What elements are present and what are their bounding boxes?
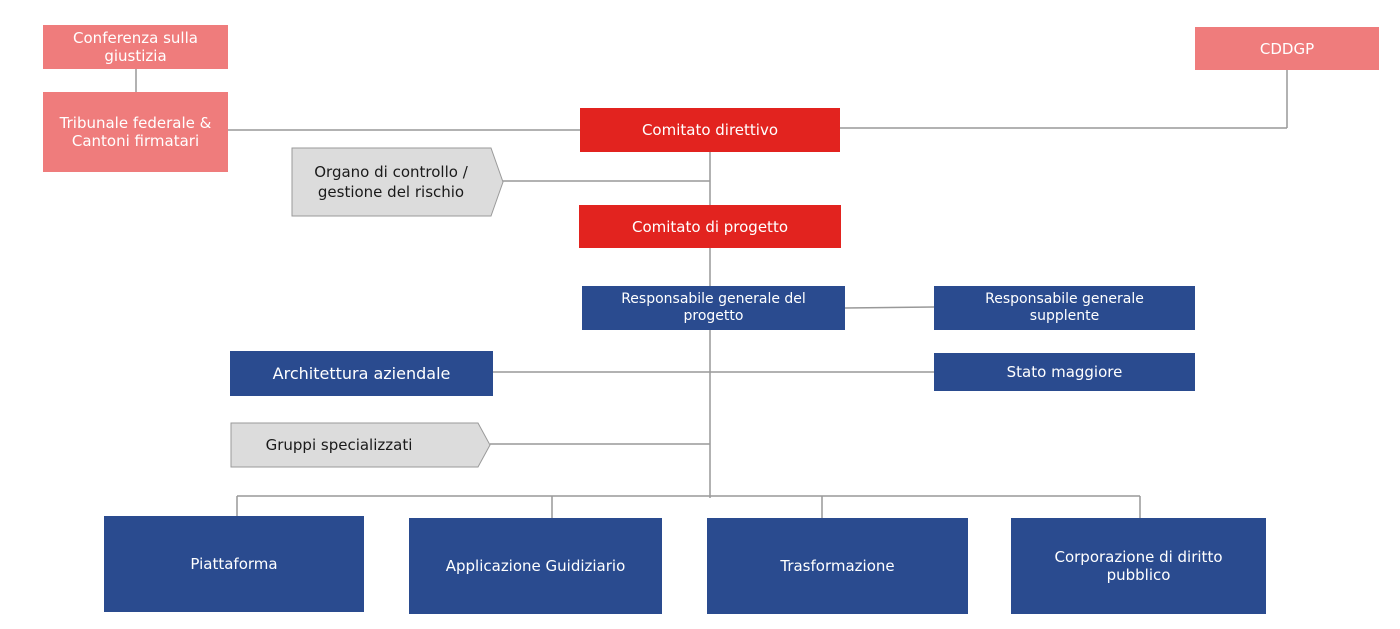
corporazione-label: Corporazione di diritto pubblico bbox=[1054, 548, 1223, 584]
applicazione-box: Applicazione Guidiziario bbox=[409, 518, 662, 614]
conferenza-box: Conferenza sulla giustizia bbox=[43, 25, 228, 69]
organo-controllo-shape bbox=[291, 147, 504, 217]
responsabile-supplente-label: Responsabile generale supplente bbox=[985, 291, 1144, 324]
piattaforma-box: Piattaforma bbox=[104, 516, 364, 612]
comitato-progetto-box: Comitato di progetto bbox=[579, 205, 841, 248]
trasformazione-label: Trasformazione bbox=[780, 557, 895, 575]
comitato-progetto-label: Comitato di progetto bbox=[631, 217, 788, 236]
comitato-direttivo-box: Comitato direttivo bbox=[580, 108, 840, 152]
stato-maggiore-box: Stato maggiore bbox=[934, 353, 1195, 391]
piattaforma-label: Piattaforma bbox=[190, 555, 278, 573]
responsabile-generale-box: Responsabile generale del progetto bbox=[582, 286, 845, 330]
gruppi-label: Gruppi specializzati bbox=[265, 435, 413, 454]
tribunale-label: Tribunale federale & Cantoni firmatari bbox=[59, 114, 212, 150]
cddgp-label: CDDGP bbox=[1259, 39, 1315, 58]
conferenza-label: Conferenza sulla giustizia bbox=[73, 29, 198, 65]
cddgp-box: CDDGP bbox=[1195, 27, 1379, 70]
architettura-box: Architettura aziendale bbox=[230, 351, 493, 396]
architettura-label: Architettura aziendale bbox=[272, 363, 451, 383]
applicazione-label: Applicazione Guidiziario bbox=[445, 557, 626, 575]
responsabile-generale-label: Responsabile generale del progetto bbox=[621, 291, 806, 324]
corporazione-box: Corporazione di diritto pubblico bbox=[1011, 518, 1266, 614]
stato-maggiore-label: Stato maggiore bbox=[1006, 363, 1123, 381]
organo-controllo-label: Organo di controllo / gestione del risch… bbox=[314, 162, 468, 201]
comitato-direttivo-label: Comitato direttivo bbox=[641, 121, 779, 139]
tribunale-box: Tribunale federale & Cantoni firmatari bbox=[43, 92, 228, 172]
trasformazione-box: Trasformazione bbox=[707, 518, 968, 614]
gruppi-label-wrap: Gruppi specializzati bbox=[230, 422, 448, 468]
organo-controllo-label-wrap: Organo di controllo / gestione del risch… bbox=[291, 147, 491, 217]
gruppi-shape bbox=[230, 422, 491, 468]
responsabile-supplente-box: Responsabile generale supplente bbox=[934, 286, 1195, 330]
